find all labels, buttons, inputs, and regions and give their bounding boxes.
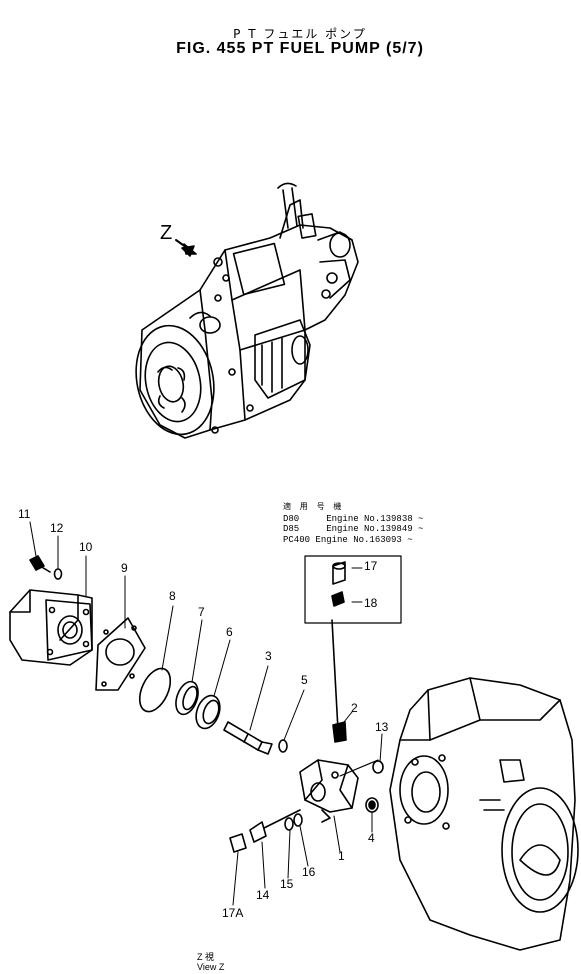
model-label: D85: [283, 524, 300, 534]
callout-15: 15: [280, 877, 294, 891]
view-z-label: Z: [160, 222, 173, 244]
part-3-shaft: [223, 721, 273, 755]
part-15-washer: [284, 817, 294, 831]
applicability-row: PC400 Engine No.163093 ~: [283, 535, 423, 546]
part-14-bolt: [249, 809, 301, 843]
callout-5: 5: [301, 673, 308, 687]
part-8-o-ring: [138, 667, 172, 713]
callout-18: 17A: [222, 906, 244, 920]
part-9-gasket: [95, 617, 146, 691]
callout-2: 2: [351, 701, 358, 715]
part-16-washer: [293, 813, 303, 827]
part-2-fitting: [332, 721, 347, 743]
callout-11: 11: [18, 507, 31, 521]
part-5-snap-ring: [278, 739, 288, 753]
option-box: [304, 555, 402, 624]
pt-fuel-pump-assembly: [135, 182, 359, 439]
callout-1: 1: [338, 849, 345, 863]
part-11-bolt: [29, 555, 51, 573]
callout-6: 6: [226, 625, 233, 639]
callout-12: 12: [50, 521, 64, 535]
callout-13: 13: [375, 720, 389, 734]
engine-range: Engine No.163093 ~: [315, 534, 413, 545]
applicability-header: 適 用 号 機: [283, 503, 344, 512]
engine-range: Engine No.139838 ~: [326, 513, 424, 524]
part-4-plug: [365, 797, 379, 813]
applicability-row: D85 Engine No.139849 ~: [283, 524, 423, 535]
view-caption-jp: Z 視: [197, 952, 214, 962]
applicability-row: D80 Engine No.139838 ~: [283, 514, 423, 525]
callout-17: 17: [364, 559, 378, 573]
callout-4: 4: [368, 831, 375, 845]
callout-7: 7: [198, 605, 205, 619]
part-1-cover: [299, 759, 379, 823]
callout-16: 16: [302, 865, 316, 879]
view-z-arrow: [175, 239, 197, 257]
callout-14: 14: [256, 888, 270, 902]
callout-9: 9: [121, 561, 128, 575]
part-12-washer: [53, 568, 63, 580]
pump-body: [389, 677, 579, 951]
callout-10: 10: [79, 540, 93, 554]
fuel-tube: [331, 619, 339, 731]
part-7-seal: [175, 680, 199, 716]
callout-8: 8: [169, 589, 176, 603]
callout-3: 3: [265, 649, 272, 663]
engine-range: Engine No.139849 ~: [326, 524, 424, 534]
part-13-washer: [372, 760, 384, 774]
view-caption: Z 視 View Z: [197, 952, 224, 972]
title-japanese: P T フュエル ポンプ: [233, 27, 367, 41]
view-caption-en: View Z: [197, 962, 225, 972]
model-label: D80: [283, 513, 300, 524]
page-title: FIG. 455 PT FUEL PUMP (5/7): [176, 40, 424, 57]
part-18-nut: [229, 833, 247, 853]
part-10-housing: [9, 589, 93, 666]
model-label: PC400: [283, 534, 311, 545]
callout-17a: 18: [364, 596, 378, 610]
leader-lines: [29, 521, 383, 906]
